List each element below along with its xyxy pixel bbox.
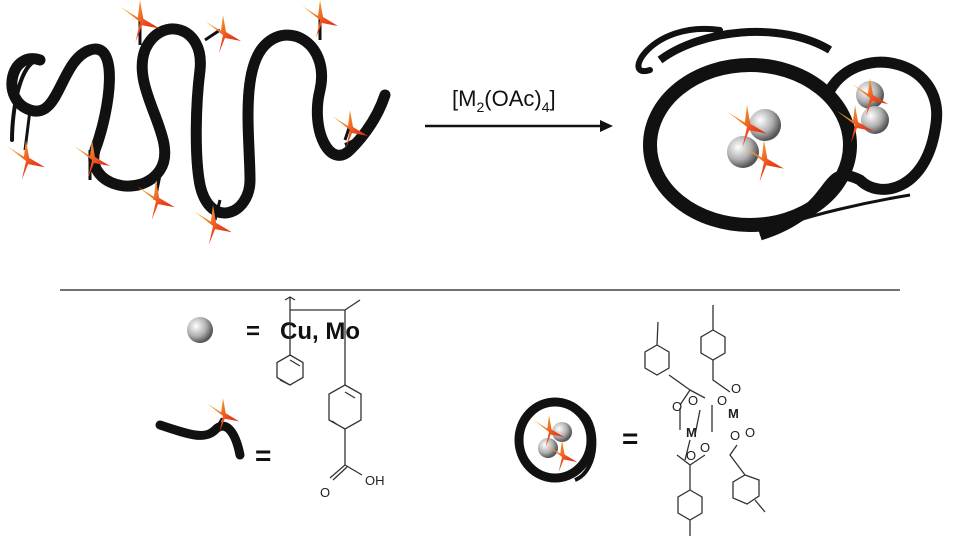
metal-ball-icon [187, 317, 213, 343]
atom-label: O [320, 485, 330, 500]
metal-label: Cu, Mo [280, 318, 360, 345]
atom-label: O [700, 440, 710, 455]
folded-polymer [635, 25, 943, 241]
reaction-arrow: [M2(OAc)4] [425, 86, 613, 132]
carboxylic-acid-group-icon [7, 0, 368, 245]
atom-label: O [731, 381, 741, 396]
metal-label: M [686, 425, 697, 440]
linear-polymer [6, 0, 391, 245]
atom-label: O [672, 399, 682, 414]
legend-complex: = O O O O M M O O O O [514, 305, 766, 536]
metal-label: M [728, 406, 739, 421]
equals-sign: = [246, 318, 260, 345]
legend-monomer: = O OH [155, 296, 385, 500]
atom-label: O [717, 393, 727, 408]
atom-label: OH [365, 473, 385, 488]
atom-label: O [745, 425, 755, 440]
paddlewheel-structure [644, 305, 766, 536]
reagent-label: [M2(OAc)4] [452, 86, 556, 115]
atom-label: O [686, 448, 696, 463]
atom-label: O [688, 393, 698, 408]
legend-metal: = Cu, Mo [187, 317, 360, 345]
monomer-structure [276, 296, 363, 481]
equals-sign: = [622, 423, 638, 454]
atom-label: O [730, 428, 740, 443]
equals-sign: = [255, 440, 271, 471]
